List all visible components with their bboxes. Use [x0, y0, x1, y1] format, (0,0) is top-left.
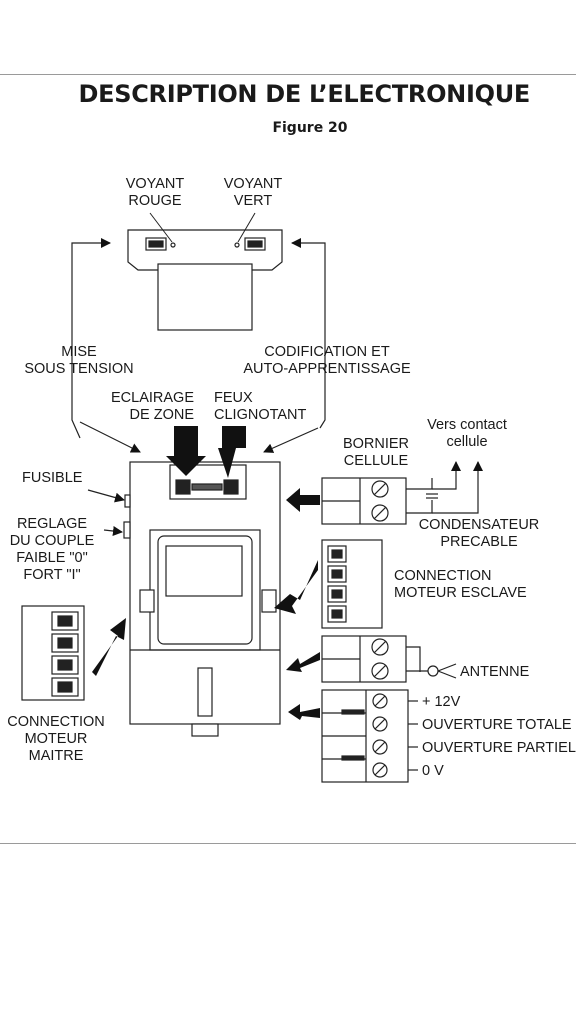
label-flashing-light: FEUX CLIGNOTANT [214, 390, 307, 423]
cell-terminal-block [321, 477, 407, 525]
label-green-led: VOYANT VERT [223, 176, 283, 209]
label-partial-opening: OUVERTURE PARTIELLE [422, 740, 576, 756]
label-full-opening: OUVERTURE TOTALE [422, 717, 572, 733]
label-power-on: MISE SOUS TENSION [24, 344, 134, 377]
green-led-icon [234, 237, 266, 251]
label-fuse: FUSIBLE [22, 470, 83, 486]
main-board [123, 461, 281, 737]
label-capacitor: CONDENSATEUR PRECABLE [418, 517, 540, 550]
antenna-terminal-block [321, 635, 457, 683]
master-motor-connector [21, 605, 85, 701]
label-12v: + 12V [422, 694, 461, 710]
page-title: DESCRIPTION DE L’ELECTRONIQUE [78, 80, 531, 108]
label-cell-terminal: BORNIER CELLULE [342, 436, 410, 469]
label-slave-motor: CONNECTION MOTEUR ESCLAVE [394, 568, 527, 601]
label-antenna: ANTENNE [460, 664, 530, 680]
red-led-icon [145, 237, 176, 251]
figure-caption: Figure 20 [272, 120, 348, 136]
power-terminal-block [321, 689, 418, 783]
label-cell-contact: Vers contact cellule [427, 417, 507, 450]
label-red-led: VOYANT ROUGE [125, 176, 185, 209]
label-torque-setting: REGLAGE DU COUPLE FAIBLE "0" FORT "I" [9, 516, 95, 583]
top-rule [0, 74, 576, 75]
bottom-rule [0, 843, 576, 844]
label-coding: CODIFICATION ET AUTO-APPRENTISSAGE [243, 344, 411, 377]
slave-motor-connector [321, 539, 383, 629]
label-0v: 0 V [422, 763, 444, 779]
label-zone-lighting: ECLAIRAGE DE ZONE [111, 390, 194, 423]
label-master-motor: CONNECTION MOTEUR MAITRE [7, 714, 105, 764]
